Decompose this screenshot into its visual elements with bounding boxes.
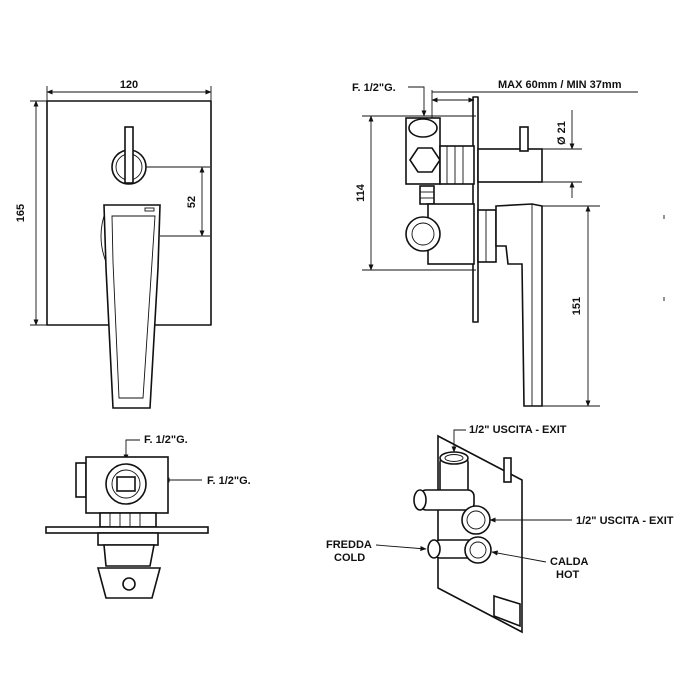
iso-cold-label-it: FREDDA xyxy=(326,539,372,551)
lever-handle xyxy=(100,204,161,409)
iso-diverter-stem xyxy=(503,457,512,483)
side-view: F. 1/2"G. MAX 60mm / MIN 37mm xyxy=(352,79,638,407)
front-width-value: 120 xyxy=(120,79,138,91)
iso-cold-label-en: COLD xyxy=(334,552,365,564)
diverter-knob xyxy=(111,126,147,185)
side-lever xyxy=(495,203,543,407)
side-depth-label: MAX 60mm / MIN 37mm xyxy=(498,79,622,91)
top-wall-plate xyxy=(45,526,209,534)
side-inlet-label: F. 1/2"G. xyxy=(352,82,396,94)
iso-exit-side-label: 1/2" USCITA - EXIT xyxy=(576,515,674,527)
side-valve-body xyxy=(405,117,497,265)
iso-exit-top-label: 1/2" USCITA - EXIT xyxy=(469,424,567,436)
top-lever xyxy=(96,532,162,599)
side-body-value: 114 xyxy=(355,183,367,202)
iso-hot-label-en: HOT xyxy=(556,569,580,581)
iso-view: 1/2" USCITA - EXIT 1/2" USCITA - EXIT FR… xyxy=(326,424,674,634)
side-diverter-stem xyxy=(477,126,543,183)
top-view: F. 1/2"G. F. 1/2"G. xyxy=(45,434,251,599)
top-inlet-side-label: F. 1/2"G. xyxy=(207,475,251,487)
iso-lever xyxy=(493,594,521,628)
side-diameter-value: Ø 21 xyxy=(556,121,568,145)
iso-hot-label-it: CALDA xyxy=(550,556,589,568)
top-inlet-top-label: F. 1/2"G. xyxy=(144,434,188,446)
top-valve-body xyxy=(75,456,169,528)
iso-valve-body xyxy=(413,451,492,564)
front-offset-value: 52 xyxy=(186,196,198,208)
front-height-value: 165 xyxy=(15,204,27,222)
side-handle-value: 151 xyxy=(571,297,583,315)
front-view: 120 165 52 xyxy=(15,79,212,409)
